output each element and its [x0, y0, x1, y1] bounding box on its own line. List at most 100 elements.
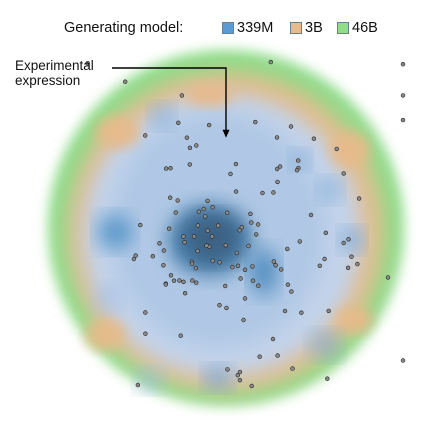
data-point — [230, 264, 235, 270]
legend-swatch-46b — [337, 22, 349, 34]
data-point — [205, 198, 210, 204]
data-point — [235, 263, 241, 268]
data-point — [345, 265, 351, 270]
data-point — [279, 267, 284, 272]
data-point — [224, 305, 229, 311]
data-point — [223, 243, 229, 248]
data-point — [176, 120, 181, 126]
data-point — [189, 261, 195, 266]
density-339m-peak — [150, 104, 174, 128]
legend-swatch-3b — [290, 22, 302, 34]
data-point — [135, 382, 141, 388]
data-point — [205, 228, 210, 233]
data-point — [223, 283, 228, 289]
data-point — [237, 369, 243, 375]
legend-label-339m: 339M — [237, 20, 274, 36]
data-point — [253, 119, 258, 125]
data-point — [181, 234, 186, 239]
data-point — [238, 276, 243, 281]
data-point — [233, 161, 239, 167]
data-point — [260, 190, 265, 196]
data-point — [196, 209, 202, 214]
data-point — [217, 260, 222, 265]
data-point — [184, 135, 190, 140]
data-point — [349, 254, 354, 259]
data-point — [246, 243, 251, 249]
data-point — [181, 279, 186, 284]
density-3b-patch — [330, 132, 370, 168]
data-point — [254, 232, 259, 237]
data-point — [317, 263, 322, 268]
data-point — [168, 273, 174, 278]
data-point — [161, 248, 167, 253]
data-point — [325, 376, 330, 381]
data-point — [157, 241, 162, 246]
data-point — [138, 222, 143, 228]
data-point — [249, 383, 254, 389]
data-point — [237, 228, 242, 233]
data-point — [285, 246, 290, 252]
data-point — [275, 353, 280, 358]
data-point — [190, 278, 195, 283]
data-point — [256, 283, 261, 288]
data-point — [217, 303, 222, 308]
data-point — [282, 308, 288, 314]
annotation-line-2: expression — [15, 73, 81, 88]
data-point — [195, 223, 201, 228]
data-point — [277, 164, 283, 169]
data-point — [242, 267, 248, 272]
data-point — [233, 189, 239, 194]
data-point — [299, 310, 304, 315]
data-point — [356, 196, 362, 201]
data-point — [150, 254, 156, 259]
data-point — [209, 234, 215, 239]
density-339m-peak — [340, 228, 364, 252]
data-point — [143, 133, 148, 138]
data-point — [400, 117, 406, 123]
density-3b-patch — [186, 83, 234, 107]
data-point — [171, 278, 177, 283]
data-point — [237, 378, 243, 383]
data-point — [355, 261, 360, 267]
data-point — [296, 158, 301, 163]
data-point — [187, 145, 193, 151]
data-point — [249, 220, 254, 225]
density-339m-peak — [250, 248, 278, 296]
data-point — [234, 250, 240, 256]
annotation-arrow-head — [222, 129, 230, 138]
data-point — [168, 166, 173, 171]
data-point — [178, 333, 183, 338]
density-339m-peak — [309, 331, 341, 359]
data-point — [163, 166, 169, 171]
data-point — [285, 282, 291, 287]
data-point — [400, 61, 406, 67]
data-point — [239, 225, 245, 230]
data-point — [322, 256, 327, 262]
data-point — [250, 264, 255, 269]
data-point — [195, 248, 200, 254]
data-point — [323, 230, 328, 236]
data-point — [122, 79, 128, 84]
data-point — [166, 226, 172, 231]
data-point — [182, 240, 187, 245]
data-point — [248, 211, 253, 217]
data-point — [255, 222, 261, 227]
data-point — [143, 310, 148, 315]
data-point — [294, 168, 300, 173]
data-point — [133, 253, 138, 258]
density-339m-peak — [318, 178, 342, 202]
data-point — [173, 210, 179, 215]
annotation-arrow-line — [112, 67, 227, 132]
density-3b-patch — [85, 319, 125, 351]
data-point — [400, 93, 406, 98]
data-point — [225, 210, 230, 215]
legend-label-3b: 3B — [305, 20, 323, 36]
data-point — [400, 358, 406, 363]
data-point — [297, 239, 302, 244]
density-339m-peak — [136, 368, 164, 392]
data-point — [225, 367, 230, 372]
data-point — [274, 135, 280, 140]
data-point — [271, 190, 276, 195]
density-3b-patch — [337, 306, 373, 334]
data-point — [187, 162, 193, 167]
